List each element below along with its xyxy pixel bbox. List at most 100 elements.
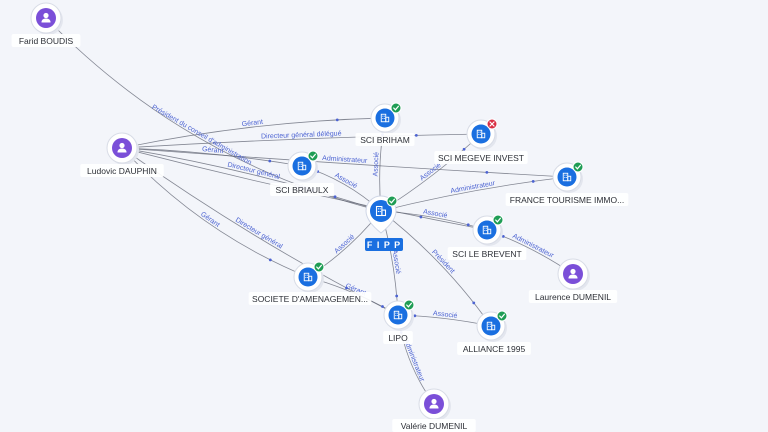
edge-label-fipp-lipo: Associé <box>390 249 401 274</box>
node-label-bg <box>505 193 629 206</box>
node-briaulx[interactable]: SCI BRIAULX <box>270 150 334 196</box>
building-icon <box>292 156 312 176</box>
node-label-bg <box>434 151 528 164</box>
check-badge-icon <box>386 195 398 207</box>
edge-arrow-ludovic-france <box>485 170 489 174</box>
check-badge-icon <box>307 150 319 162</box>
building-icon <box>298 267 318 287</box>
edge-arrow-ludovic-sadam <box>268 258 272 262</box>
edge-fipp-alliance <box>380 210 492 327</box>
edge-label-fipp-brevent: Associé <box>422 208 447 219</box>
node-briham[interactable]: SCI BRIHAM <box>355 102 415 146</box>
node-fipp[interactable]: F I P P <box>365 195 403 251</box>
node-label: Farid BOUDIS <box>19 36 74 46</box>
check-badge-icon <box>496 310 508 322</box>
edge-arrow-fipp-france <box>531 179 535 183</box>
node-label-bg <box>392 419 476 432</box>
node-label: SCI LE BREVENT <box>452 249 521 259</box>
edge-label-ludovic-briaulx: Gérant <box>202 146 224 155</box>
node-label-bg <box>355 133 415 146</box>
node-brevent[interactable]: SCI LE BREVENT <box>447 214 527 260</box>
node-valerie[interactable]: Valérie DUMENIL <box>392 388 476 432</box>
edge-arrow-ludovic-megeve <box>414 133 418 137</box>
edge-ludovic-briham <box>121 117 386 149</box>
node-laurence[interactable]: Laurence DUMENIL <box>528 258 618 303</box>
edge-arrow-laurence-brevent <box>501 234 505 238</box>
node-label: F I P P <box>367 240 401 250</box>
building-icon <box>388 305 408 325</box>
edge-label-ludovic-france: Administrateur <box>322 155 368 165</box>
person-icon <box>112 138 132 158</box>
edge-label-fipp-france: Administrateur <box>450 180 496 195</box>
person-icon <box>563 264 583 284</box>
node-label-bg <box>270 183 334 196</box>
node-label-bg <box>383 331 413 344</box>
node-label-bg <box>447 247 527 260</box>
edge-label-alliance-lipo: Associé <box>433 310 458 320</box>
edge-arrow-fipp-megeve <box>462 147 466 151</box>
node-label: Valérie DUMENIL <box>401 421 468 431</box>
edge-arrow-fipp-alliance <box>472 301 476 305</box>
check-badge-icon <box>313 261 325 273</box>
edge-arrow-fipp-lipo <box>395 294 399 298</box>
building-icon <box>557 167 577 187</box>
edge-ludovic-megeve <box>121 133 482 149</box>
edge-label-ludovic-briham: Gérant <box>241 119 263 128</box>
person-icon <box>36 8 56 28</box>
edge-arrow-ludovic-fipp <box>333 195 337 199</box>
edge-label-fipp-sadam: Associé <box>333 233 356 255</box>
node-label: LIPO <box>388 333 408 343</box>
nodes-layer: Farid BOUDIS Ludovic DAUPHIN Laurence DUME… <box>11 2 629 432</box>
building-icon <box>471 124 491 144</box>
node-label: SCI MEGEVE INVEST <box>438 153 524 163</box>
edge-label-fipp-briaulx: Associé <box>333 172 358 190</box>
node-alliance[interactable]: ALLIANCE 1995 <box>457 310 531 355</box>
check-badge-icon <box>572 161 584 173</box>
building-icon <box>370 200 392 222</box>
node-label: Ludovic DAUPHIN <box>87 166 157 176</box>
edge-ludovic-fipp <box>121 147 382 212</box>
node-france[interactable]: FRANCE TOURISME IMMO... <box>505 161 629 206</box>
edge-ludovic-france <box>121 147 568 178</box>
node-label-bg <box>528 290 618 303</box>
building-icon <box>375 108 395 128</box>
node-label: SCI BRIAULX <box>276 185 329 195</box>
building-icon <box>481 316 501 336</box>
node-sadam[interactable]: SOCIETE D'AMENAGEMEN... <box>248 261 372 305</box>
node-megeve[interactable]: SCI MEGEVE INVEST <box>434 118 528 164</box>
check-badge-icon <box>390 102 402 114</box>
node-label-bg <box>11 34 81 47</box>
edge-arrow-ludovic-briaulx <box>268 159 272 163</box>
edge-label-ludovic-lipo: Directeur général <box>234 217 284 251</box>
node-ludovic[interactable]: Ludovic DAUPHIN <box>80 132 164 177</box>
node-label: Laurence DUMENIL <box>535 292 611 302</box>
node-label: SCI BRIHAM <box>360 135 410 145</box>
edge-label-ludovic-sadam: Gérant <box>199 211 221 229</box>
building-icon <box>477 220 497 240</box>
edge-label-fipp-briham: Associé <box>372 152 380 177</box>
node-label-bg <box>80 164 164 177</box>
edge-farid-fipp <box>45 17 382 212</box>
node-lipo[interactable]: LIPO <box>383 299 415 344</box>
edge-arrow-ludovic-brevent <box>419 215 423 219</box>
node-label-bg <box>457 342 531 355</box>
edge-label-valerie-lipo: Administrateur <box>402 338 426 383</box>
edge-label-ludovic-fipp: Directeur général <box>227 161 281 181</box>
node-label: SOCIETE D'AMENAGEMEN... <box>252 294 368 304</box>
node-label: FRANCE TOURISME IMMO... <box>510 195 624 205</box>
edge-arrow-ludovic-lipo <box>345 286 348 290</box>
node-label: ALLIANCE 1995 <box>463 344 526 354</box>
person-icon <box>424 394 444 414</box>
node-farid[interactable]: Farid BOUDIS <box>11 2 81 47</box>
edge-arrow-sadam-lipo <box>381 305 384 308</box>
node-label-bg <box>365 238 403 251</box>
edge-arrow-ludovic-briham <box>335 118 339 122</box>
check-badge-icon <box>492 214 504 226</box>
edge-fipp-france <box>380 176 568 212</box>
check-badge-icon <box>403 299 415 311</box>
cross-badge-icon <box>486 118 498 130</box>
edge-label-fipp-megeve: Associé <box>419 162 443 183</box>
edge-ludovic-briaulx <box>121 147 303 167</box>
node-label-bg <box>248 292 372 305</box>
